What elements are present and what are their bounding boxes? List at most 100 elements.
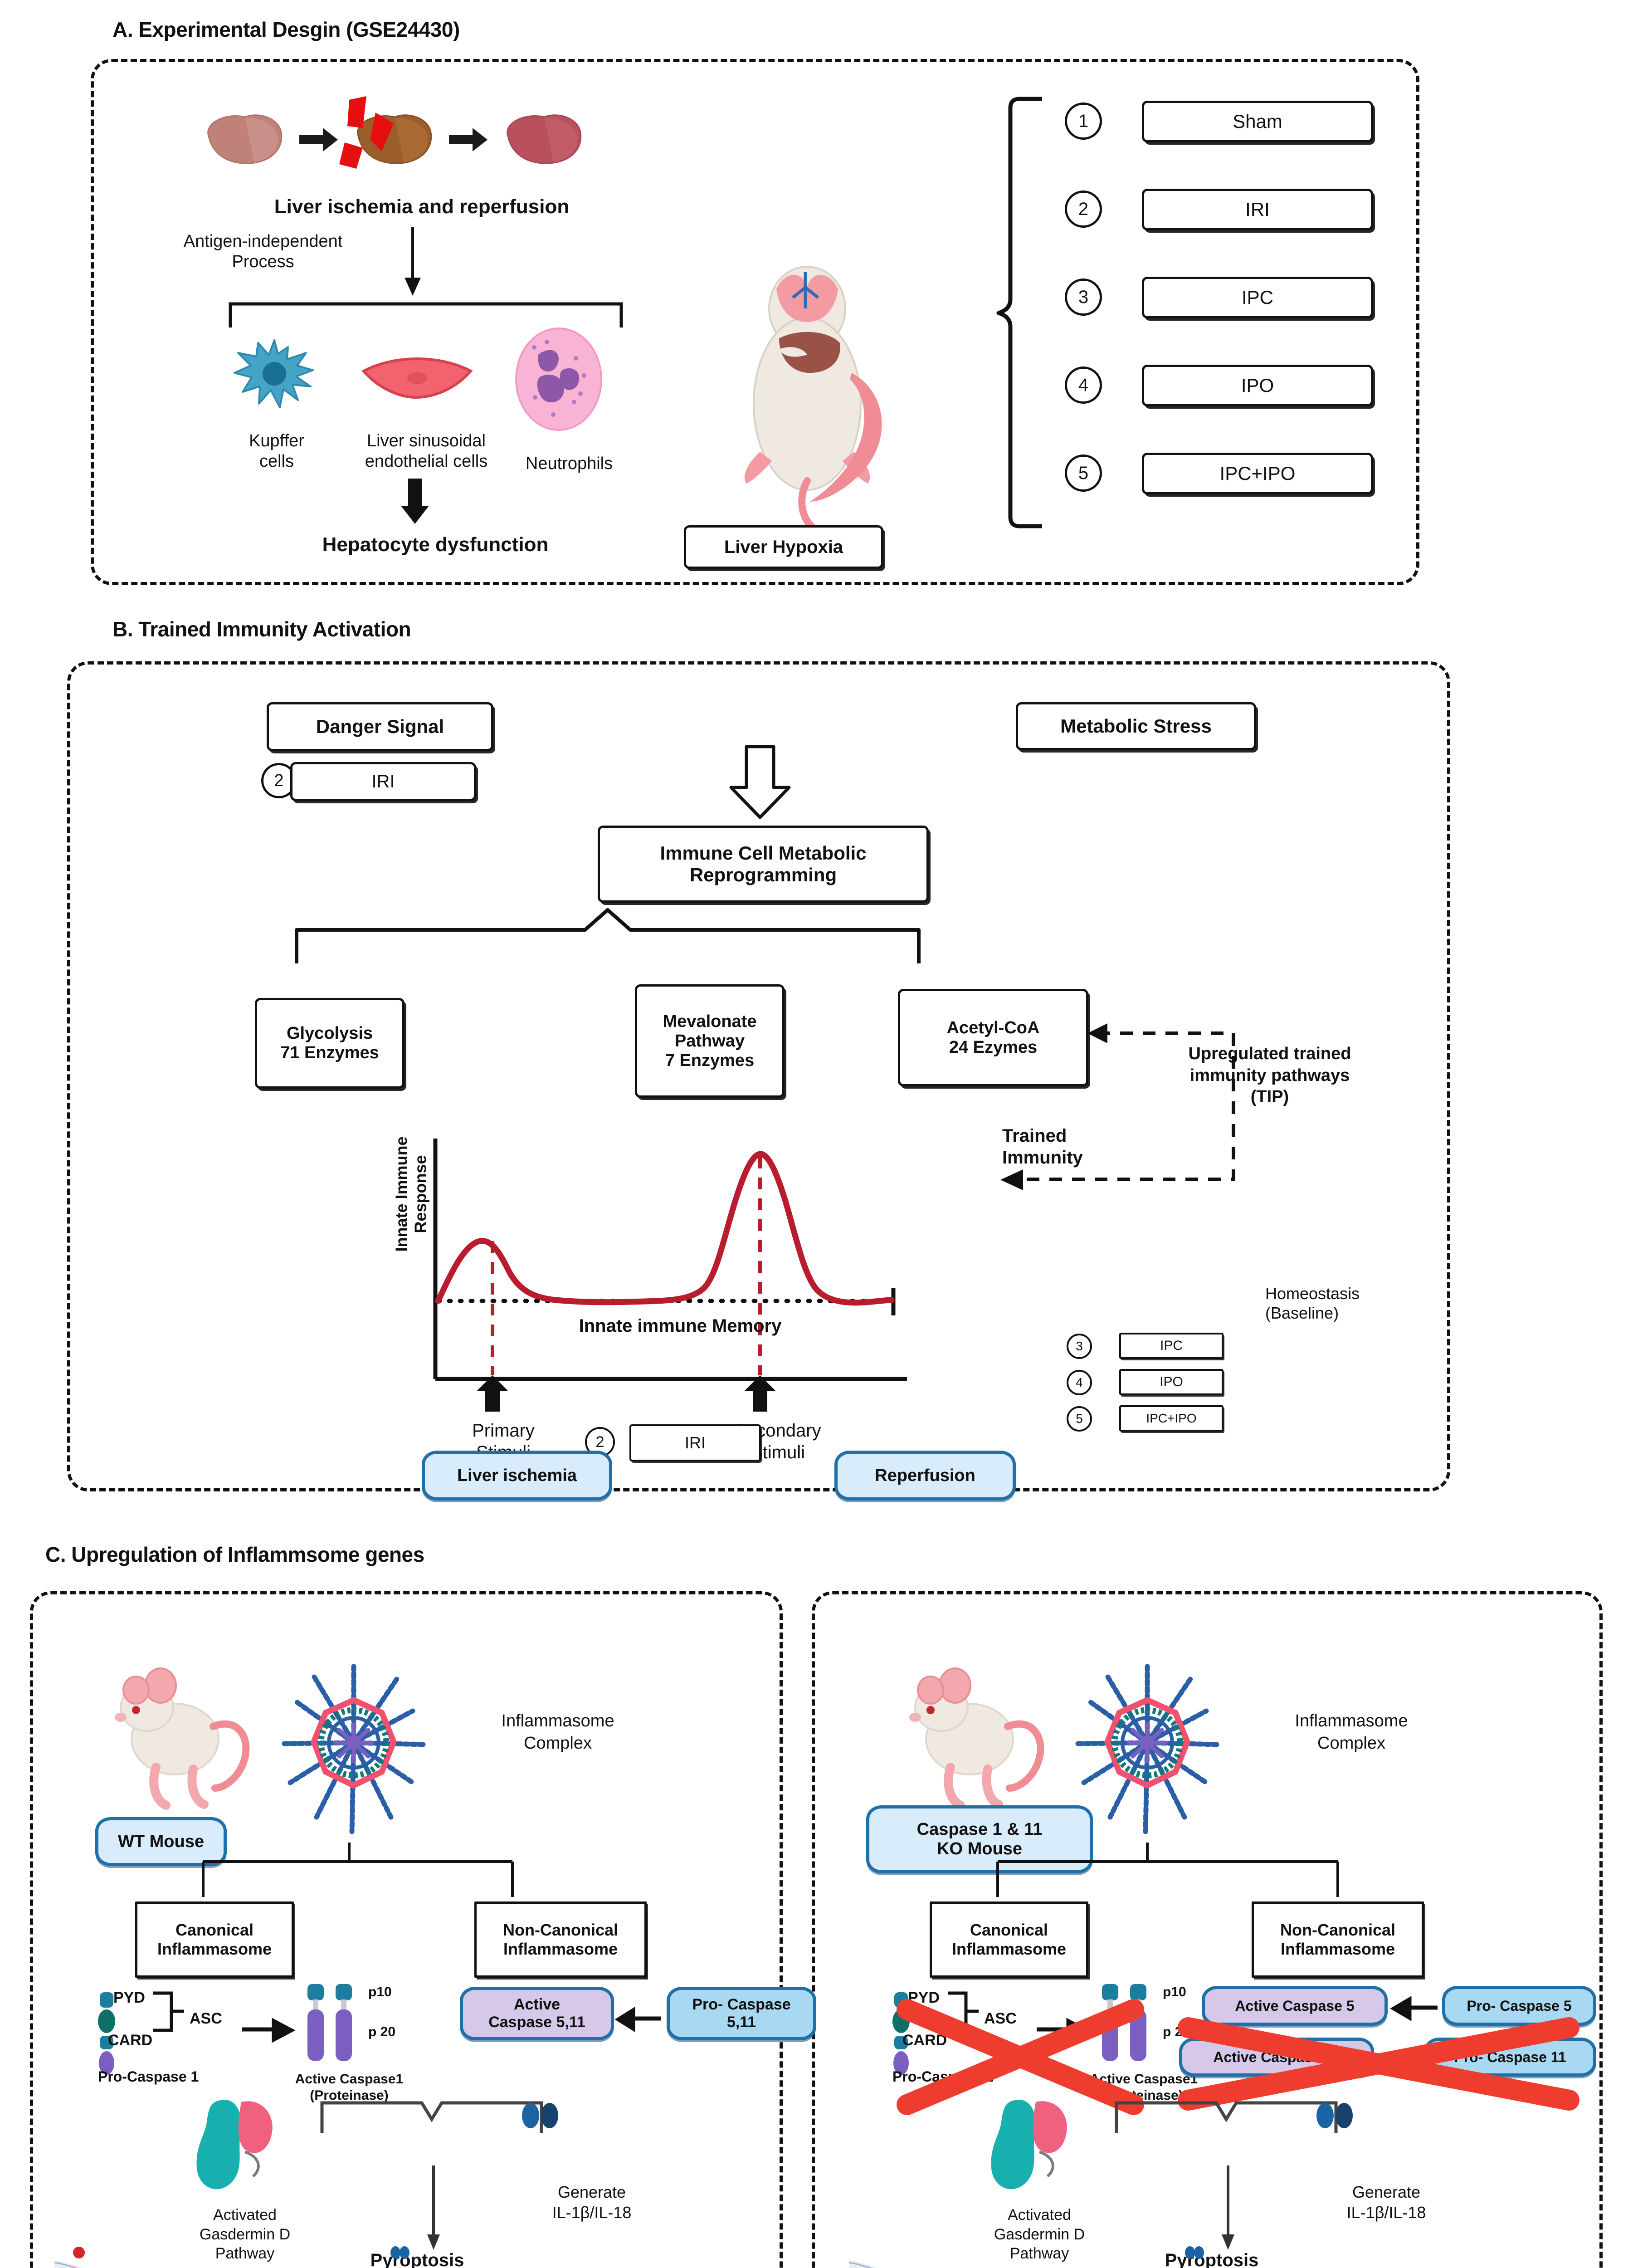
antigen-independent-line1: Antigen-independent [183,232,343,251]
innate-immune-chart [433,1139,907,1412]
tip-feedback-dashed [1020,1023,1235,1181]
metabolic-stress-box: Metabolic Stress [1016,702,1256,750]
secondary-box-ipo: IPO [1119,1369,1224,1395]
pill-reperfusion: Reperfusion [834,1451,1016,1501]
liver-hypoxia-box: Liver Hypoxia [684,525,883,569]
canonical-split-bracket-left [202,1843,514,1897]
hepatocyte-dysfunction-label: Hepatocyte dysfunction [322,533,549,556]
homeostasis-label: Homeostasis (Baseline) [1265,1284,1456,1323]
iri-label-b: IRI [371,771,395,792]
pill-ko-mouse-line1: Caspase 1 & 11 [916,1820,1043,1839]
liver-ischemia-caption: Liver ischemia and reperfusion [274,196,570,218]
pill-ko-mouse: Caspase 1 & 11 KO Mouse [866,1805,1093,1873]
pill-active-caspase-5: Active Caspase 5 [1202,1986,1388,2026]
panel-b-title: B. Trained Immunity Activation [112,617,411,641]
arrow-down-to-outcome [401,479,429,524]
group-label-3: IPC [1241,287,1273,308]
tip-line1: Upregulated trained [1188,1044,1351,1063]
gasdermin-d-icon-left [196,2100,273,2190]
red-x-canonical-right [897,1999,1144,2115]
group-badge-5: 5 [1065,455,1102,492]
arrow-to-active-caspase1-left [242,2018,296,2043]
pill-reperfusion-label: Reperfusion [875,1466,975,1485]
cells-bracket [229,302,623,327]
wt-mouse-icon [115,1667,250,1810]
caspase-output-bracket-right [1115,2101,1338,2133]
panel-c-left-frame [30,1591,783,2268]
danger-signal-label: Danger Signal [316,716,444,737]
group-badge-2: 2 [1065,191,1102,228]
pyroptosis-label-left: Pyroptosis [370,2250,464,2268]
group-label-5: IPC+IPO [1219,463,1296,484]
pill-liver-ischemia: Liver ischemia [422,1451,612,1501]
pyroptosis-label-right: Pyroptosis [1165,2250,1259,2268]
antigen-independent-label: Antigen-independent Process [127,231,399,272]
homeostasis-line2: (Baseline) [1265,1304,1339,1323]
group-label-1: Sham [1233,111,1282,132]
iri-box-b: IRI [290,762,476,801]
group-box-sham: Sham [1142,101,1373,142]
antigen-independent-line2: Process [232,252,294,271]
arrow-to-pyroptosis-left [427,2165,440,2250]
tip-line2: immunity pathways [1189,1066,1350,1085]
pathway-box-glycolysis: Glycolysis 71 Enzymes [255,998,405,1089]
trained-immunity-line2: Immunity [1002,1148,1083,1168]
asc-label-right: ASC [984,2010,1017,2027]
danger-signal-box: Danger Signal [267,702,493,751]
pill-liver-ischemia-label: Liver ischemia [457,1466,577,1485]
trained-immunity-label: Trained Immunity [1002,1125,1152,1168]
pill-active-caspase-511-left: Active Caspase 5,11 [460,1987,614,2040]
canonical-box-left: Canonical Inflammasome [135,1901,294,1978]
inflammasome-complex-label-right: Inflammasome Complex [1295,1711,1408,1753]
group-box-iri: IRI [1142,189,1373,230]
neutrophil-cell-label: Neutrophils [525,454,613,473]
arrow-procaspase5-to-active5 [1390,1996,1438,2021]
cytokine-dimer-icon-right [1316,2103,1353,2128]
reprogramming-line1: Immune Cell Metabolic [660,842,867,864]
chart-y-axis-label: Innate Immune Response [392,1136,430,1252]
gasdermin-label-right: Activated Gasdermin D Pathway [994,2206,1085,2262]
pyd-label-left: PYD [113,1989,145,2006]
metabolic-stress-label: Metabolic Stress [1060,715,1212,737]
group-label-2: IRI [1245,199,1270,220]
generate-il-label-left: Generate IL-1β/IL-18 [552,2183,632,2222]
innate-memory-label: Innate immune Memory [579,1316,782,1336]
p10-label-right: p10 [1163,1984,1186,1999]
card-label-right: CARD [902,2032,947,2049]
primary-stimuli-iri-label: IRI [684,1433,706,1452]
group-box-ipc-ipo: IPC+IPO [1142,453,1373,494]
group-box-ipc: IPC [1142,277,1373,318]
secondary-box-ipc: IPC [1119,1333,1224,1359]
panel-a-frame [91,59,1419,585]
arrow-down-to-cells [405,227,421,296]
primary-stimuli-iri-box: IRI [629,1424,761,1461]
secondary-box-ipc-ipo: IPC+IPO [1119,1405,1224,1432]
inflammasome-complex-icon-right [1074,1664,1222,1834]
reprogramming-box: Immune Cell Metabolic Reprogramming [598,826,929,903]
pathway-box-mevalonate: Mevalonate Pathway 7 Enzymes [635,984,785,1098]
pyd-card-icon-left [98,1991,184,2075]
trained-immunity-arrowhead [1000,1169,1023,1190]
secondary-badge-3: 3 [1067,1334,1092,1359]
liver-progression [207,96,582,169]
noncanonical-box-left: Non-Canonical Inflammasome [474,1901,647,1978]
arrow-down-hollow [729,745,791,819]
generate-il-label-right: Generate IL-1β/IL-18 [1346,2183,1426,2222]
panel-c-title: C. Upregulation of Inflammsome genes [45,1543,424,1566]
cell-membrane-left [54,2246,409,2268]
panel-c-right-frame [812,1591,1603,2268]
neutrophil-cell-icon [515,327,602,431]
lsec-cell-label: Liver sinusoidal endothelial cells [365,431,488,471]
secondary-badge-5: 5 [1067,1406,1092,1432]
tip-line3: (TIP) [1250,1087,1289,1106]
card-label-left: CARD [108,2032,153,2049]
canonical-box-right: Canonical Inflammasome [930,1901,1088,1978]
reprogramming-line2: Reprogramming [689,864,837,885]
inflammasome-complex-label-left: Inflammasome Complex [501,1711,614,1753]
liver-hypoxia-label: Liver Hypoxia [724,537,843,557]
panel-b-frame [67,661,1450,1491]
trained-immunity-line1: Trained [1002,1126,1067,1146]
pro-caspase-1-label-left: Pro-Caspase 1 [98,2068,199,2085]
active-caspase1-subunits-left [307,1984,352,2061]
p10-label-left: p10 [368,1984,392,1999]
